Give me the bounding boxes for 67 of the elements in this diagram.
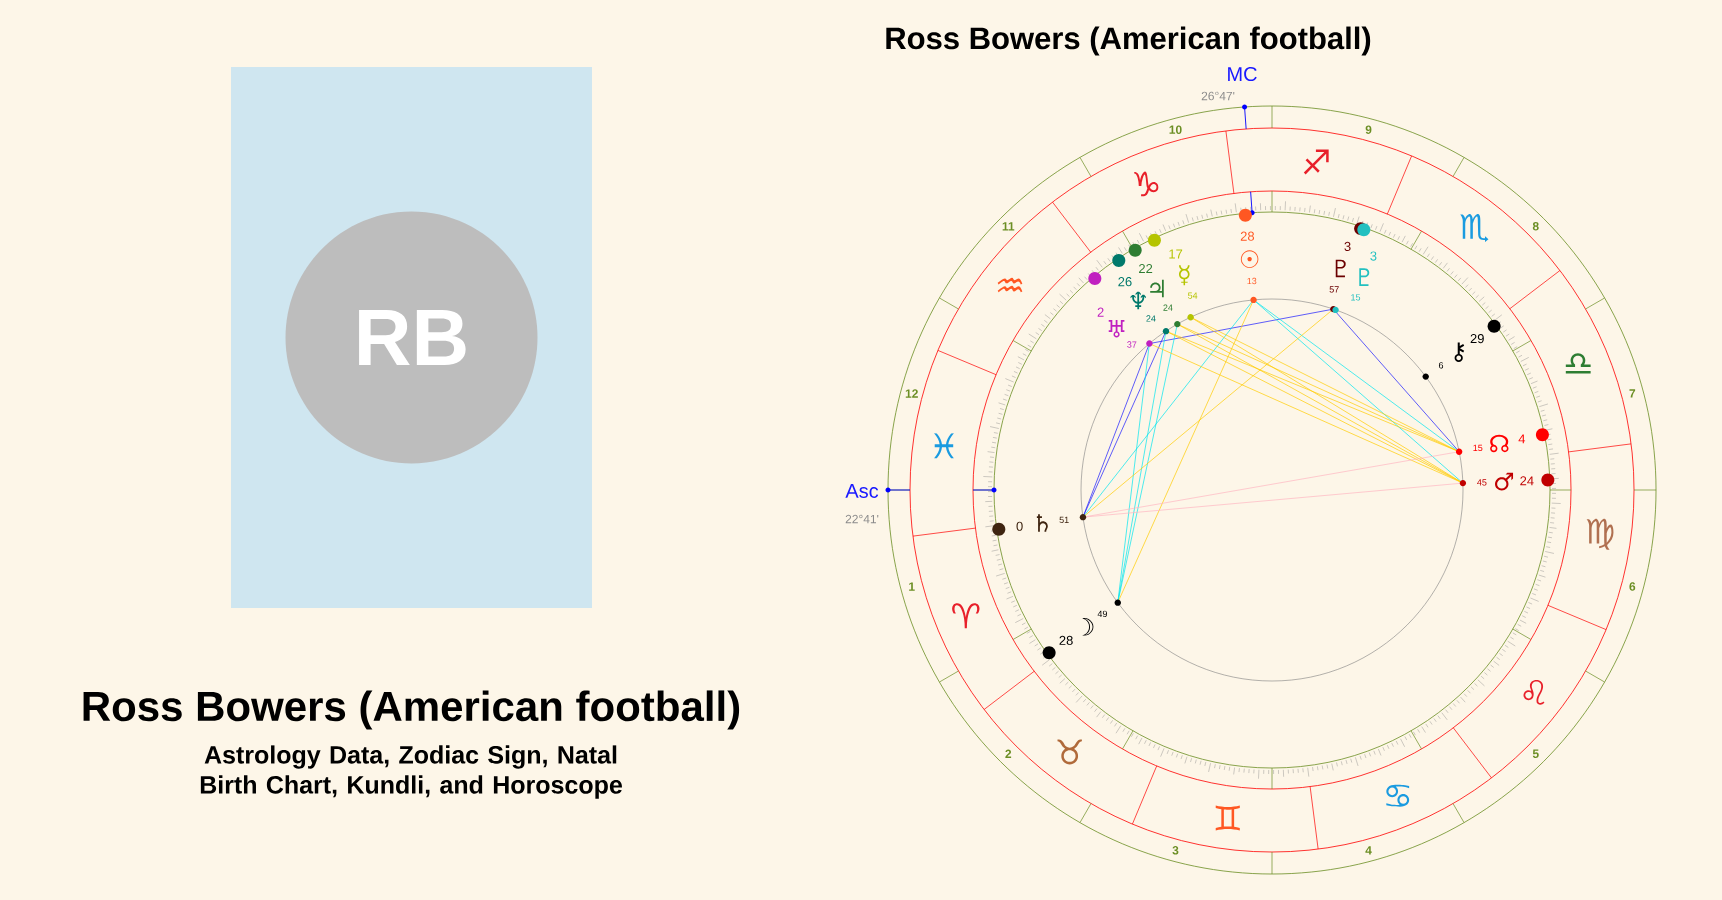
planet-symbol: ♇ bbox=[1359, 268, 1370, 286]
house-number: 1 bbox=[909, 582, 915, 591]
house-number: 6 bbox=[1629, 582, 1636, 591]
degree-label: 3 bbox=[1344, 241, 1351, 252]
person-name-heading: Ross Bowers (American football) bbox=[83, 690, 740, 730]
minute-label: 51 bbox=[1059, 516, 1069, 523]
zodiac-sign-symbol: ♋ bbox=[1386, 784, 1410, 807]
house-number: 11 bbox=[1002, 222, 1015, 231]
house-number: 12 bbox=[905, 389, 918, 398]
house-number: 5 bbox=[1532, 749, 1539, 758]
minute-label: 6 bbox=[1438, 362, 1444, 369]
degree-label: 2 bbox=[1097, 307, 1104, 317]
planet-symbol: ♆ bbox=[1130, 291, 1146, 310]
zodiac-sign-symbol: ♒ bbox=[997, 277, 1023, 293]
zodiac-sign-symbol: ♐ bbox=[1303, 149, 1329, 175]
house-number: 7 bbox=[1629, 389, 1636, 398]
planet-symbol: ☿ bbox=[1178, 265, 1190, 286]
degree-label: 29 bbox=[1470, 334, 1484, 344]
degree-label: 3 bbox=[1370, 251, 1377, 261]
planet-symbol: ♄ bbox=[1036, 514, 1048, 532]
zodiac-sign-symbol: ♈ bbox=[952, 603, 980, 629]
minute-label: 49 bbox=[1097, 610, 1107, 618]
house-number: 3 bbox=[1172, 846, 1179, 855]
subtitle: Astrology Data, Zodiac Sign, Natal Birth Chart, Kundli, and Horoscope bbox=[200, 745, 622, 799]
minute-label: 24 bbox=[1146, 315, 1156, 322]
house-number: 10 bbox=[1169, 125, 1182, 134]
house-number: 4 bbox=[1365, 846, 1372, 855]
minute-label: 13 bbox=[1247, 277, 1257, 285]
minute-label: 54 bbox=[1187, 292, 1198, 299]
degree-label: 4 bbox=[1518, 434, 1526, 444]
zodiac-sign-symbol: ♑ bbox=[1134, 171, 1159, 197]
degree-label: 26 bbox=[1118, 277, 1132, 287]
zodiac-sign-symbol: ♏ bbox=[1460, 214, 1489, 243]
planet-symbol: ♃ bbox=[1150, 279, 1164, 298]
axis-label: Asc bbox=[845, 484, 879, 498]
minute-label: 57 bbox=[1329, 286, 1339, 293]
minute-label: 45 bbox=[1477, 479, 1487, 486]
planet-symbol: ♂ bbox=[1495, 472, 1514, 491]
planet-symbol: ☉ bbox=[1240, 250, 1259, 268]
degree-label: 26°47' bbox=[1201, 91, 1235, 101]
axis-label: MC bbox=[1228, 66, 1257, 82]
zodiac-sign-symbol: ♓ bbox=[934, 433, 954, 459]
chart-title: Ross Bowers (American football) bbox=[886, 26, 1371, 56]
minute-label: 37 bbox=[1127, 341, 1137, 348]
house-number: 2 bbox=[1005, 749, 1012, 758]
zodiac-sign-symbol: ♉ bbox=[1057, 739, 1082, 765]
planet-symbol: ☊ bbox=[1490, 434, 1509, 453]
degree-label: 24 bbox=[1520, 476, 1534, 486]
degree-label: 17 bbox=[1169, 249, 1183, 259]
zodiac-sign-symbol: ♍ bbox=[1586, 518, 1614, 550]
degree-label: 28 bbox=[1240, 231, 1255, 241]
zodiac-sign-symbol: ♊ bbox=[1215, 805, 1240, 831]
minute-label: 15 bbox=[1351, 294, 1361, 301]
degree-label: 22°41' bbox=[845, 514, 879, 524]
house-number: 8 bbox=[1532, 222, 1539, 231]
planet-symbol: ♅ bbox=[1108, 319, 1125, 338]
planet-symbol: ♇ bbox=[1335, 259, 1346, 278]
zodiac-sign-symbol: ♌ bbox=[1523, 679, 1545, 705]
degree-label: 22 bbox=[1139, 264, 1153, 274]
house-number: 9 bbox=[1365, 125, 1372, 134]
planet-symbol: ☽ bbox=[1082, 618, 1094, 636]
degree-label: 0 bbox=[1016, 521, 1023, 531]
planet-symbol: ⚷ bbox=[1454, 342, 1465, 363]
minute-label: 24 bbox=[1163, 304, 1173, 311]
degree-label: 28 bbox=[1059, 635, 1073, 645]
zodiac-sign-symbol: ♎ bbox=[1565, 353, 1591, 374]
minute-label: 15 bbox=[1473, 444, 1483, 452]
